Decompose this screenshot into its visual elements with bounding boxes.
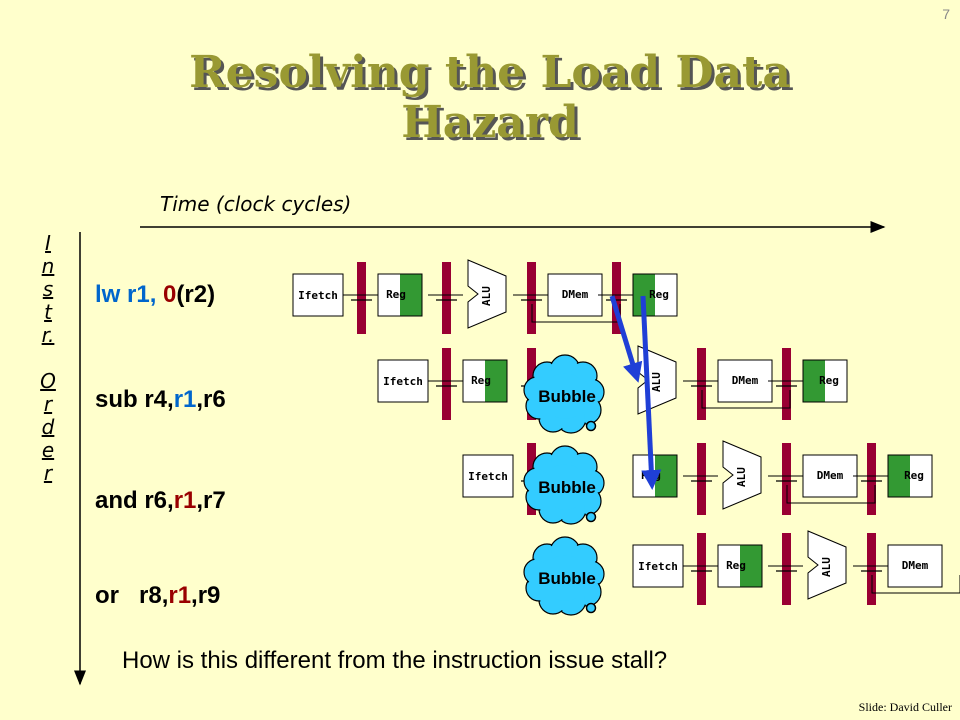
bubble-3: Bubble (523, 536, 605, 616)
dmem-label: DMem (562, 288, 589, 301)
reg-stage-box (887, 454, 933, 498)
pipeline-row-4: Ifetch Reg ALU DMem (632, 530, 960, 605)
instr-lw-base: (r2) (176, 281, 216, 308)
bubble-label: Bubble (538, 478, 596, 497)
ifetch-label: Ifetch (638, 560, 678, 573)
pipeline-latch (357, 262, 366, 334)
pipeline-latch (442, 262, 451, 334)
ifetch-stage-box (462, 454, 514, 498)
alu-stage-shape (467, 259, 507, 329)
alu-stage-shape (807, 530, 847, 600)
pipeline-latch (867, 533, 876, 605)
instr-or-r1: r1 (168, 582, 192, 609)
ifetch-stage-box (632, 544, 684, 588)
ifetch-label: Ifetch (298, 289, 338, 302)
reg-label: Reg (471, 374, 491, 387)
instr-and-op: and r6, (95, 487, 174, 514)
pipeline-row-1: Ifetch Reg ALU DMem Reg (292, 259, 678, 334)
dmem-label: DMem (902, 559, 929, 572)
ifetch-stage-box (292, 273, 344, 317)
reg-label: Reg (904, 469, 924, 482)
instruction-or: or r8,r1,r9 (95, 582, 220, 610)
instruction-order-label: I n s t r. O r d e r (40, 231, 56, 485)
slide-title: Resolving the Load Data Hazard (189, 47, 791, 148)
dmem-label: DMem (732, 374, 759, 387)
reg-label: Reg (649, 288, 669, 301)
forward-arrow-to-sub (609, 295, 643, 383)
pipeline-latch (867, 443, 876, 515)
bubble-label: Bubble (538, 569, 596, 588)
ifetch-stage-box (377, 359, 429, 403)
reg-stage-box (632, 273, 678, 317)
page-number: 7 (942, 6, 950, 22)
reg-label: Reg (819, 374, 839, 387)
slide-credit: Slide: David Culler (858, 700, 952, 714)
alu-label: ALU (650, 372, 663, 392)
bubble-1: Bubble (523, 354, 605, 434)
instr-and-rest: ,r7 (196, 487, 226, 514)
alu-stage-shape (722, 440, 762, 510)
reg-stage-box (717, 544, 763, 588)
ifetch-label: Ifetch (383, 375, 423, 388)
ifetch-label: Ifetch (468, 470, 508, 483)
instruction-and: and r6,r1,r7 (95, 487, 226, 515)
pipeline-latch (442, 348, 451, 420)
alu-label: ALU (480, 286, 493, 306)
instr-sub-rest: ,r6 (196, 386, 226, 413)
dmem-label: DMem (817, 469, 844, 482)
reg-label: Reg (386, 288, 406, 301)
alu-label: ALU (735, 467, 748, 487)
reg-stage-box (802, 359, 848, 403)
instr-sub-op: sub r4, (95, 386, 174, 413)
dmem-stage-box (717, 359, 773, 403)
reg-stage-box (462, 359, 508, 403)
dmem-stage-box (547, 273, 603, 317)
pipeline-latch (527, 262, 536, 334)
instr-and-r1: r1 (173, 487, 197, 514)
pipeline-latch (612, 262, 621, 334)
pipeline-row-2: Ifetch Reg ALU DMem Reg (377, 345, 848, 420)
instr-or-op: or r8, (95, 582, 169, 609)
bubble-2: Bubble (523, 445, 605, 525)
pipeline-latch (782, 348, 791, 420)
pipeline-latch (697, 533, 706, 605)
instr-lw-op: lw r1, (95, 281, 164, 308)
reg-stage-box (377, 273, 423, 317)
reg-label: Reg (726, 559, 746, 572)
pipeline-latch (697, 348, 706, 420)
instruction-lw: lw r1, 0(r2) (95, 281, 215, 309)
instr-or-rest: ,r9 (191, 582, 221, 609)
pipeline-latch (782, 443, 791, 515)
dmem-stage-box (802, 454, 858, 498)
pipeline-latch (697, 443, 706, 515)
time-axis-label: Time (clock cycles) (160, 192, 352, 216)
instr-lw-offset: 0 (163, 281, 177, 308)
forward-arrow-to-and (640, 295, 662, 490)
instr-sub-r1: r1 (173, 386, 197, 413)
instruction-sub: sub r4,r1,r6 (95, 386, 226, 414)
bubble-label: Bubble (538, 387, 596, 406)
question-text: How is this different from the instructi… (122, 647, 668, 674)
pipeline-latch (782, 533, 791, 605)
dmem-stage-box (887, 544, 943, 588)
alu-label: ALU (820, 557, 833, 577)
